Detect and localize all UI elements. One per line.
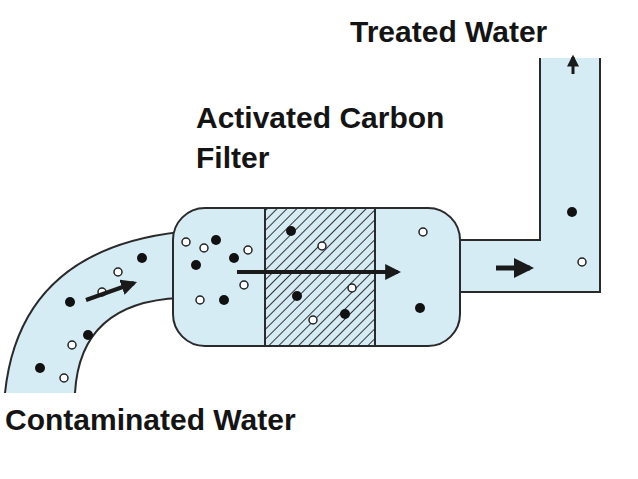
- flow-arrow: [86, 283, 134, 300]
- inlet-pipe-edge: [75, 298, 180, 393]
- flow-arrow: [237, 270, 398, 274]
- water-dots: [60, 228, 586, 382]
- inlet-label: Contaminated Water: [5, 402, 296, 438]
- flow-arrow: [496, 266, 530, 271]
- outlet-pipe: [456, 58, 600, 292]
- carbon-bed: [265, 209, 375, 345]
- carbon-bed-edge: [374, 209, 376, 345]
- outlet-pipe-edge: [456, 58, 600, 292]
- inlet-pipe: [5, 232, 180, 393]
- outlet-label: Treated Water: [350, 14, 547, 50]
- filter-label: Activated Carbon Filter: [196, 98, 461, 178]
- contaminant-dots: [35, 207, 577, 373]
- flow-arrow: [572, 57, 575, 74]
- carbon-bed-edge: [264, 209, 266, 345]
- inlet-pipe-edge: [5, 232, 180, 393]
- filter-housing: [173, 208, 460, 346]
- outlet-pipe-edge: [456, 58, 540, 240]
